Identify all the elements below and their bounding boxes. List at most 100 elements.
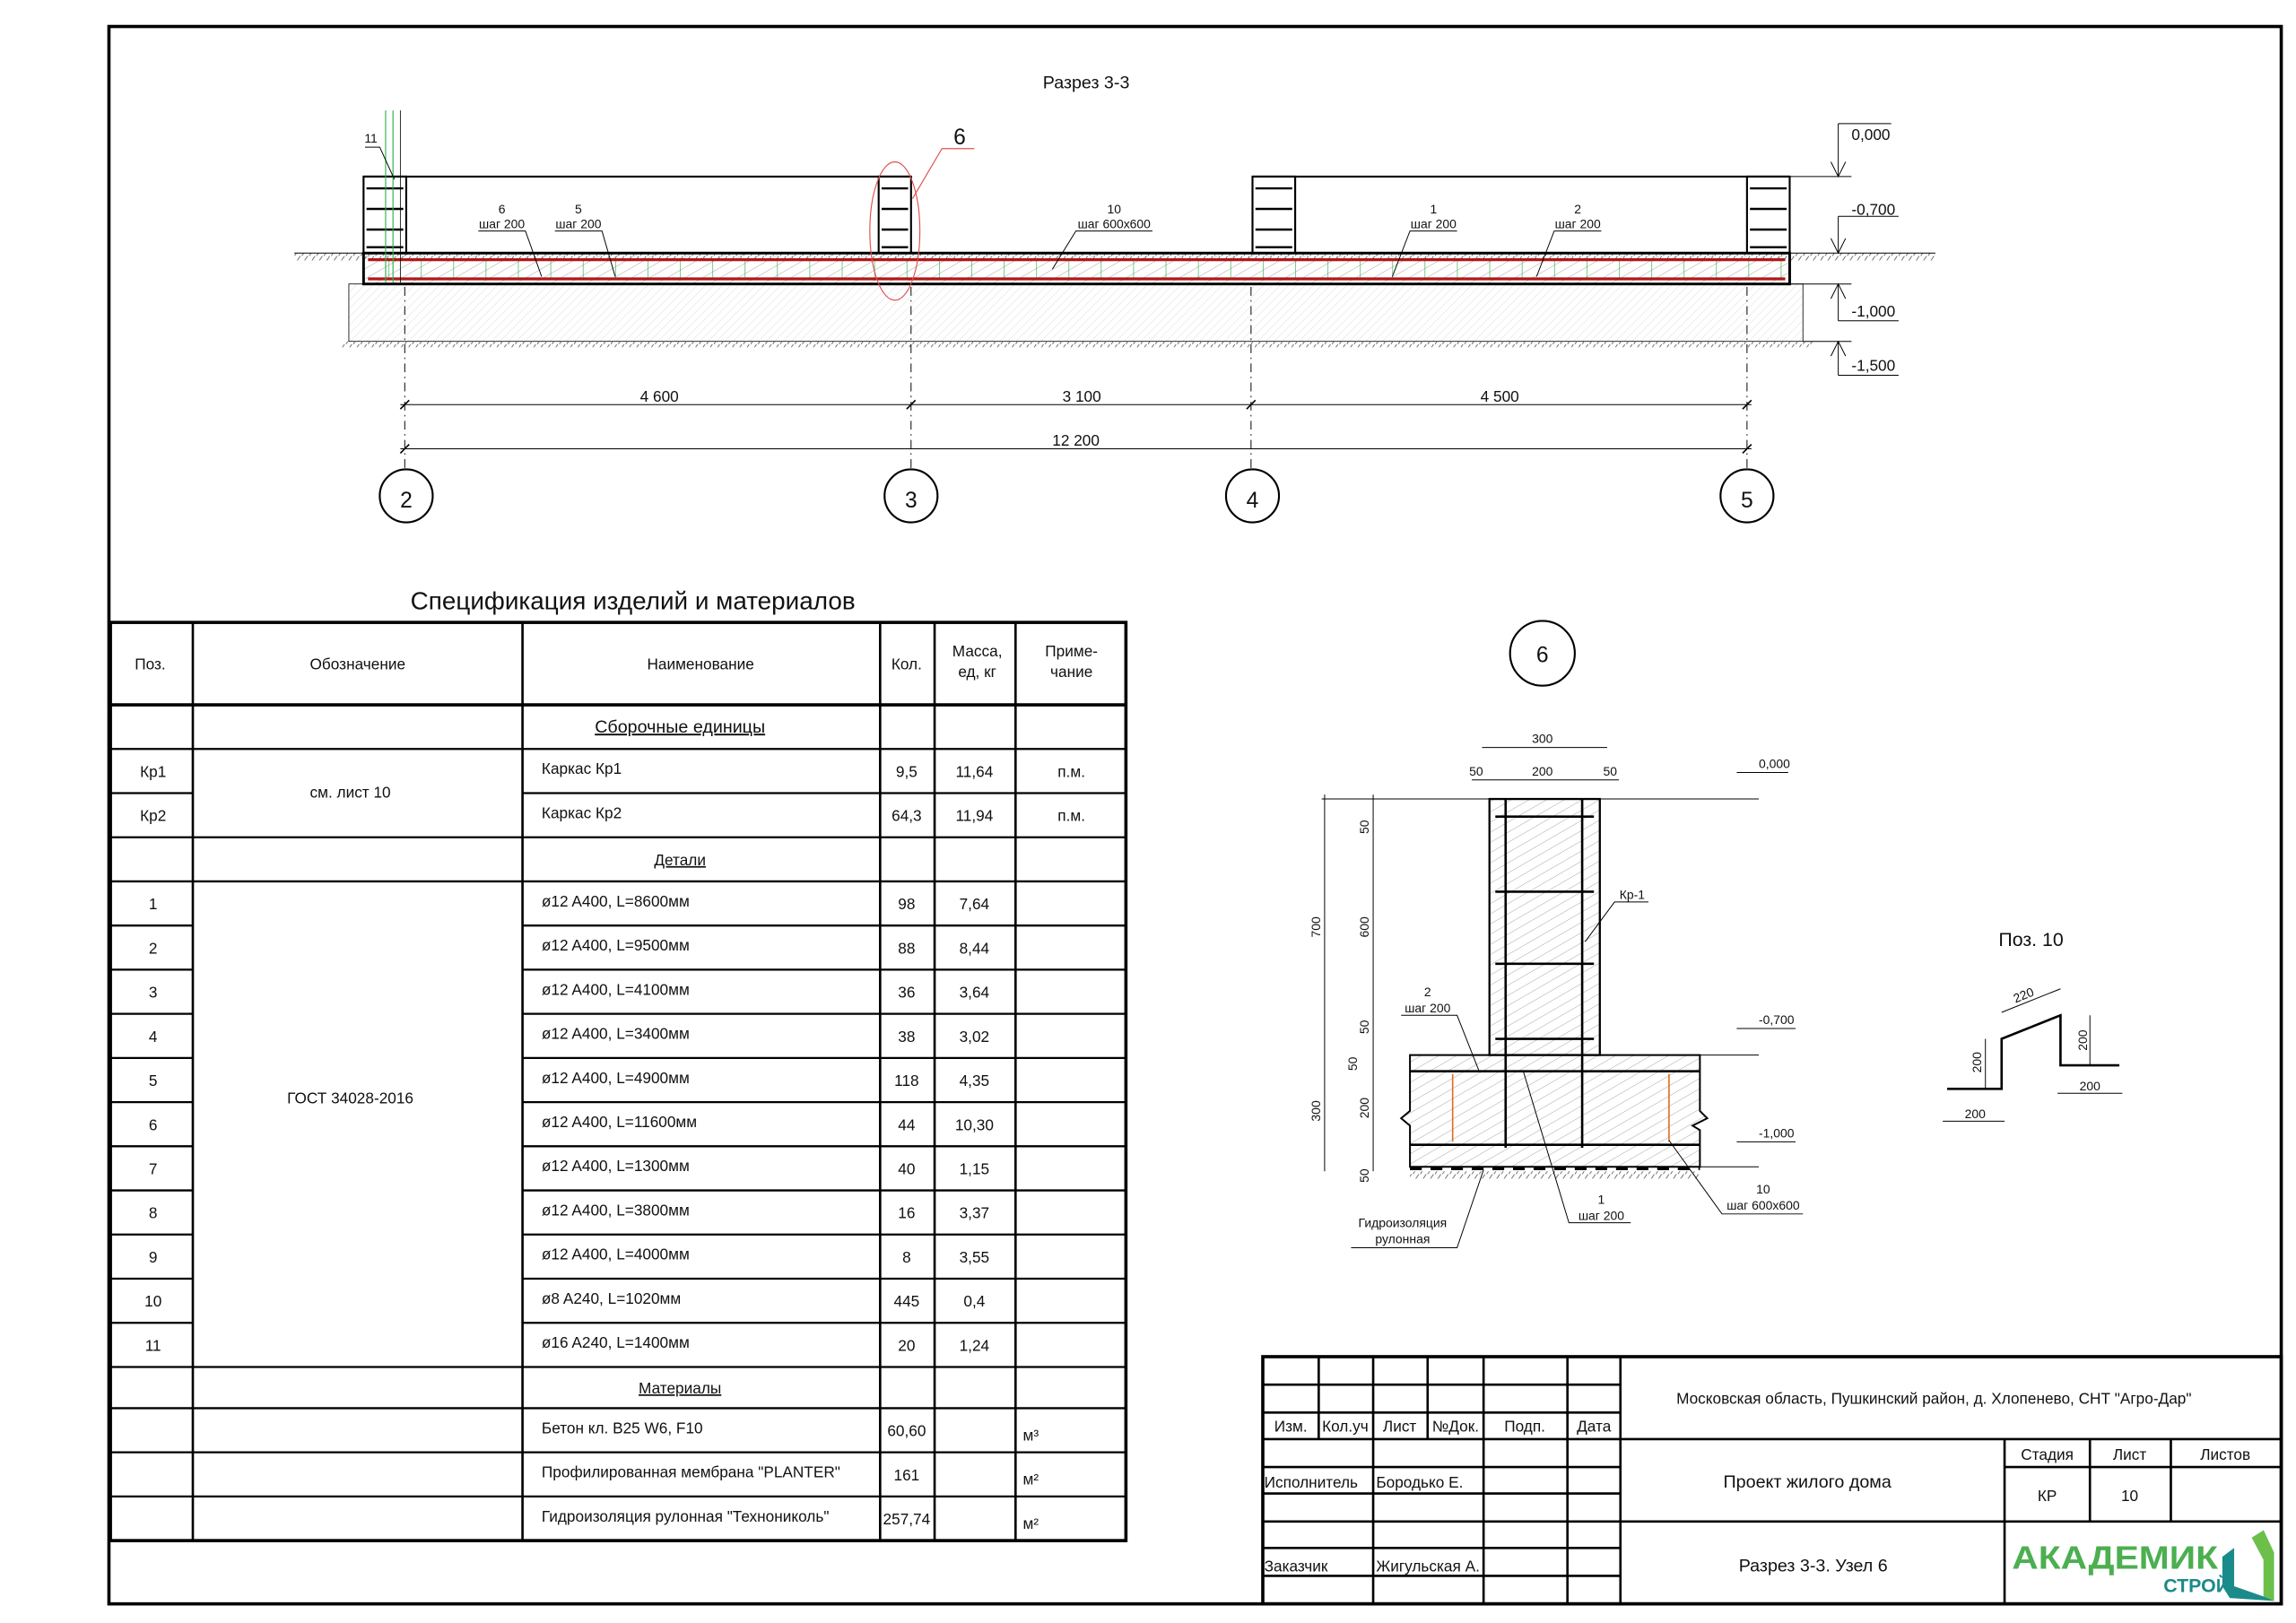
tb-executor-label: Исполнитель <box>1265 1473 1358 1491</box>
tb-col-list: Лист <box>1383 1418 1417 1436</box>
tb-sheet: 10 <box>2121 1487 2138 1505</box>
spec-cell-qty: 40 <box>898 1160 915 1178</box>
tb-stage-label: Стадия <box>2021 1445 2074 1463</box>
pos10-dim-200-left-v: 200 <box>1970 1052 1984 1073</box>
node-dim-50-right: 50 <box>1604 764 1618 778</box>
pos10-dim-220: 220 <box>2011 985 2036 1006</box>
spec-cell-note: м² <box>1023 1515 1039 1532</box>
tb-col-ndoc: №Док. <box>1432 1418 1479 1436</box>
header-mass-2: ед, кг <box>958 663 996 681</box>
spec-cell-pos: Кр2 <box>140 807 166 825</box>
dim-3100: 3 100 <box>1063 387 1101 405</box>
concrete-prep <box>348 283 1804 343</box>
designation-details: ГОСТ 34028-2016 <box>287 1089 413 1107</box>
level-0000: 0,000 <box>1851 126 1890 143</box>
node-label-pos10: 10 <box>1756 1182 1770 1196</box>
node-dim-50-d: 50 <box>1357 1168 1371 1183</box>
pos10-dim-200-right-v: 200 <box>2075 1029 2090 1051</box>
node-slab <box>1399 1054 1709 1168</box>
level-1000: -1,000 <box>1851 302 1895 320</box>
spec-cell-mass: 0,4 <box>963 1292 985 1310</box>
tb-col-izm: Изм. <box>1274 1418 1308 1436</box>
spec-cell-name: Профилированная мембрана "PLANTER" <box>542 1463 840 1481</box>
node-level-0700: -0,700 <box>1759 1012 1795 1027</box>
node-dim-50-c: 50 <box>1345 1056 1360 1071</box>
spec-cell-mass: 10,30 <box>955 1115 994 1133</box>
spec-cell-mass: 3,37 <box>960 1204 990 1222</box>
spec-cell-mass: 1,24 <box>960 1336 990 1354</box>
spec-cell-pos: 7 <box>149 1160 158 1178</box>
node-number: 6 <box>1536 643 1549 667</box>
spec-title: Спецификация изделий и материалов <box>411 586 856 614</box>
rebar-leaders: 11 6 шаг 200 5 шаг 200 10 шаг 600х600 1 … <box>364 131 1602 277</box>
spec-cell-pos: 5 <box>149 1072 158 1089</box>
leader-step-10: шаг 600х600 <box>1078 216 1152 230</box>
node-6-detail: 6 300 200 50 50 700 <box>1309 620 1804 1249</box>
header-pos: Поз. <box>135 655 165 673</box>
spec-cell-mass: 8,44 <box>960 939 990 957</box>
node-dim-50-b: 50 <box>1357 1020 1371 1034</box>
leader-step-1: шаг 200 <box>1411 216 1457 230</box>
axis-4: 4 <box>1247 489 1259 513</box>
node-level-0000: 0,000 <box>1759 757 1790 771</box>
spec-cell-qty: 161 <box>894 1466 920 1484</box>
axis-3: 3 <box>905 489 918 513</box>
node-6-callout-ellipse[interactable] <box>869 161 921 301</box>
leader-pos-2: 2 <box>1574 202 1581 216</box>
pos10-title: Поз. 10 <box>1998 929 2063 950</box>
designation-assemblies: см. лист 10 <box>310 783 391 801</box>
tb-col-podp: Подп. <box>1504 1418 1545 1436</box>
spec-cell-qty: 118 <box>894 1072 918 1089</box>
node-level-1000: -1,000 <box>1759 1125 1795 1140</box>
tb-customer: Жигульская А. <box>1376 1558 1480 1575</box>
spec-cell-pos: 10 <box>144 1292 161 1310</box>
pos-10-detail: Поз. 10 220 200 200 200 200 <box>1943 929 2123 1122</box>
node-label-pos2: 2 <box>1424 985 1431 999</box>
tb-stage: КР <box>2038 1487 2057 1505</box>
spec-cell-name: Каркас Кр1 <box>542 759 622 777</box>
spec-cell-qty: 60,60 <box>887 1422 926 1440</box>
spec-cell-qty: 8 <box>902 1248 911 1266</box>
section-title: Разрез 3-3 <box>1043 73 1130 92</box>
spec-cell-pos: Кр1 <box>140 762 166 780</box>
node-dim-300: 300 <box>1532 732 1553 746</box>
spec-cell-name: ø12 A400, L=1300мм <box>542 1157 690 1175</box>
leader-pos-5: 5 <box>575 202 582 216</box>
spec-cell-name: ø16 A240, L=1400мм <box>542 1333 690 1351</box>
axis-lines: 4 600 3 100 4 500 12 200 2 3 4 5 <box>378 286 1775 524</box>
specification-table: Спецификация изделий и материалов Поз. О… <box>109 586 1128 1542</box>
tb-sheets-label: Листов <box>2200 1445 2250 1463</box>
node-dim-300-slab: 300 <box>1309 1100 1323 1122</box>
leader-pos-1: 1 <box>1430 202 1437 216</box>
spec-cell-qty: 88 <box>898 939 915 957</box>
leader-step-6: шаг 200 <box>479 216 525 230</box>
node-6-callout-label[interactable]: 6 <box>953 126 966 150</box>
walls <box>362 175 1791 255</box>
spec-cell-qty: 20 <box>898 1336 915 1354</box>
section-3-3: Разрез 3-3 <box>294 73 1935 524</box>
spec-cell-qty: 38 <box>898 1028 915 1046</box>
node-label-pos10-step: шаг 600х600 <box>1726 1198 1800 1212</box>
node-label-waterproof-2: рулонная <box>1375 1232 1430 1246</box>
leader-pos-10: 10 <box>1107 202 1121 216</box>
leader-step-5: шаг 200 <box>555 216 601 230</box>
title-block: Изм. Кол.уч Лист №Док. Подп. Дата Исполн… <box>1261 1355 2283 1606</box>
spec-cell-name: ø12 A400, L=11600мм <box>542 1113 697 1131</box>
spec-cell-qty: 445 <box>894 1292 920 1310</box>
spec-cell-name: Гидроизоляция рулонная "Технониколь" <box>542 1507 830 1525</box>
spec-cell-name: ø12 A400, L=4900мм <box>542 1069 690 1087</box>
pos10-dim-200-right-h: 200 <box>2080 1079 2101 1093</box>
spec-cell-mass: 3,64 <box>960 984 990 1002</box>
spec-section-heading: Детали <box>654 851 706 869</box>
dim-4500: 4 500 <box>1481 387 1519 405</box>
spec-cell-name: Бетон кл. B25 W6, F10 <box>542 1419 703 1436</box>
level-0700: -0,700 <box>1851 201 1895 219</box>
spec-cell-pos: 9 <box>149 1248 158 1266</box>
axis-2: 2 <box>400 489 413 513</box>
spec-cell-name: ø12 A400, L=8600мм <box>542 892 690 910</box>
node-dim-50-left: 50 <box>1469 764 1483 778</box>
spec-cell-qty: 36 <box>898 984 915 1002</box>
node-dim-600: 600 <box>1357 916 1371 938</box>
tb-address: Московская область, Пушкинский район, д.… <box>1676 1389 2191 1407</box>
